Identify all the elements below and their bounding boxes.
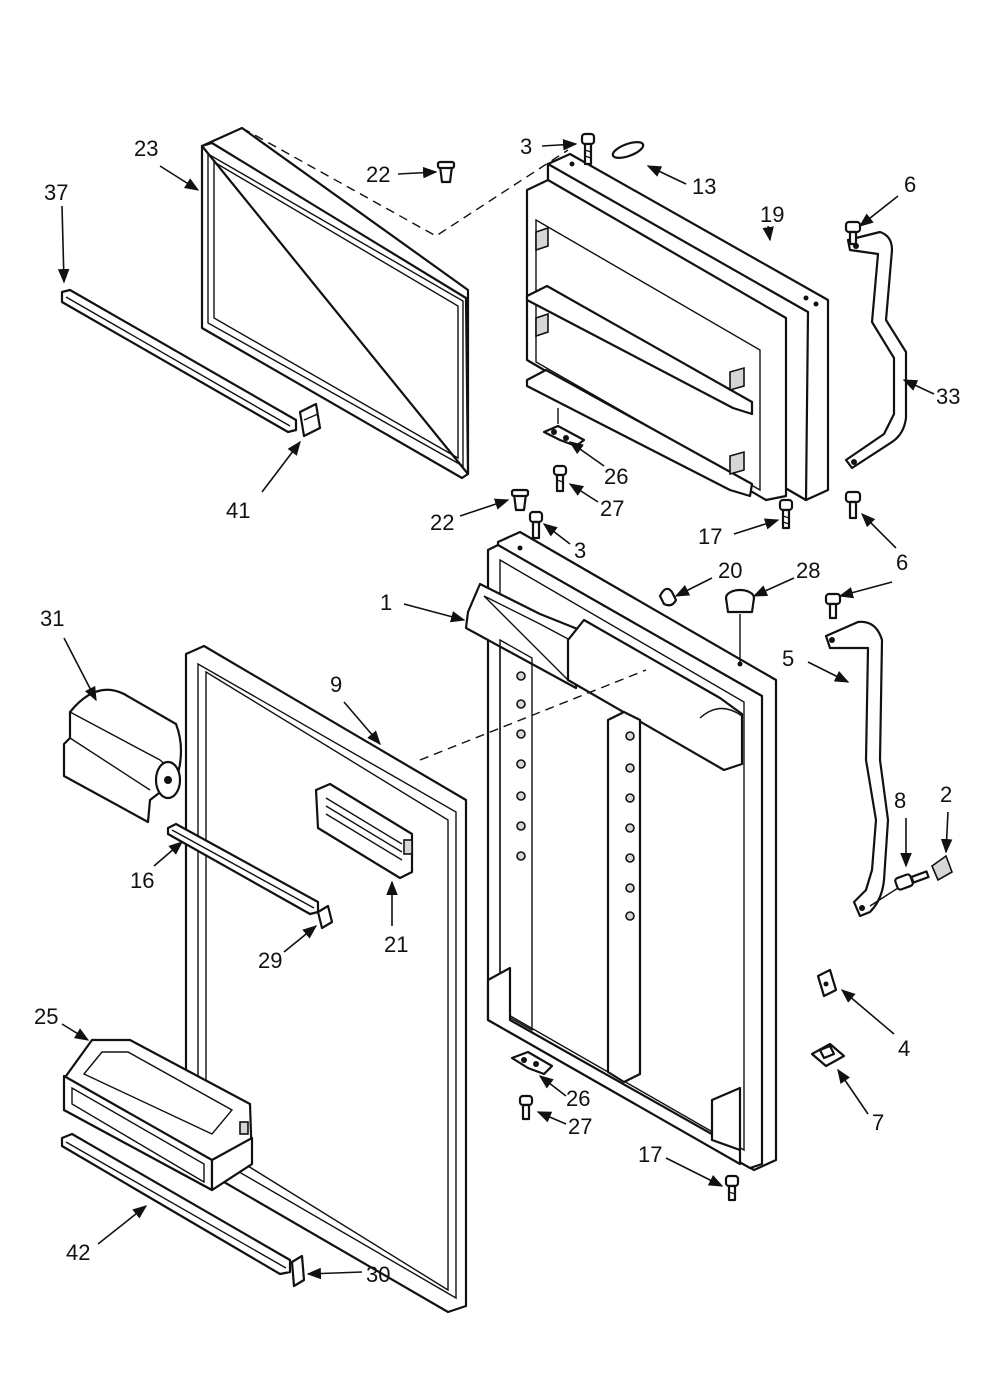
callout-29: 29	[258, 948, 282, 973]
part-6-screw-bottom	[844, 490, 862, 520]
callout-26-lower: 26	[566, 1086, 590, 1111]
part-27-screw-top	[552, 464, 568, 493]
callout-16: 16	[130, 868, 154, 893]
callout-21: 21	[384, 932, 408, 957]
part-42-shelf-rail	[60, 1132, 292, 1276]
part-22-plug-lower	[510, 488, 530, 512]
callout-41: 41	[226, 498, 250, 523]
part-27-screw-lower	[518, 1094, 534, 1121]
part-26-hinge-bushing-lower	[510, 1050, 554, 1076]
callout-20: 20	[718, 558, 742, 583]
callout-labels: 37 23 22 3 13 19 6 33 41 26 27 22 3 17 6…	[34, 134, 960, 1287]
callout-2: 2	[940, 782, 952, 807]
callout-9: 9	[330, 672, 342, 697]
callout-6-top: 6	[904, 172, 916, 197]
callout-1: 1	[380, 590, 392, 615]
part-30-end-cap	[290, 1254, 306, 1288]
part-13-washer	[611, 141, 645, 159]
part-5-fresh-handle	[824, 620, 890, 918]
callout-4: 4	[898, 1036, 910, 1061]
callout-3-top: 3	[520, 134, 532, 159]
leader-lines	[57, 139, 953, 1280]
callout-23: 23	[134, 136, 158, 161]
peg-holes	[516, 671, 635, 921]
part-33-freezer-handle	[844, 230, 908, 470]
part-8-screw	[894, 870, 930, 891]
callout-13: 13	[692, 174, 716, 199]
callout-30: 30	[366, 1262, 390, 1287]
callout-8: 8	[894, 788, 906, 813]
part-7-bracket	[810, 1042, 846, 1068]
part-17-screw-top	[778, 498, 794, 530]
part-41-end-cap	[298, 402, 322, 438]
callout-5: 5	[782, 646, 794, 671]
part-19-freezer-door	[525, 152, 830, 502]
part-17-screw-lower	[724, 1174, 740, 1202]
part-25-door-bin	[62, 1038, 254, 1192]
part-3-screw-top	[580, 132, 596, 166]
callout-17-lower: 17	[638, 1142, 662, 1167]
part-6-screw-top	[844, 220, 862, 246]
callout-42: 42	[66, 1240, 90, 1265]
part-9-fresh-gasket	[184, 644, 468, 1314]
part-1-fresh-food-door	[464, 530, 778, 1172]
callout-22-top: 22	[366, 162, 390, 187]
callout-31: 31	[40, 606, 64, 631]
callout-27-lower: 27	[568, 1114, 592, 1139]
part-23-freezer-gasket	[200, 126, 470, 480]
callout-27-top: 27	[600, 496, 624, 521]
callout-6-lower: 6	[896, 550, 908, 575]
part-2-cap	[931, 854, 953, 882]
part-37-rail	[60, 288, 298, 434]
callout-37: 37	[44, 180, 68, 205]
callout-28: 28	[796, 558, 820, 583]
callout-3-lower: 3	[574, 538, 586, 563]
part-6-screw-fresh	[824, 592, 842, 620]
part-20-clip	[658, 587, 678, 607]
alignment-line-fresh	[419, 669, 647, 761]
callout-25: 25	[34, 1004, 58, 1029]
part-4-bracket	[816, 968, 838, 998]
part-29-end-cap	[316, 904, 334, 930]
part-22-plug-top	[436, 160, 456, 184]
callout-7: 7	[872, 1110, 884, 1135]
part-21-dairy-door	[314, 782, 414, 880]
part-31-butter-door	[62, 688, 183, 824]
callout-33: 33	[936, 384, 960, 409]
callout-26-top: 26	[604, 464, 628, 489]
part-28-cap	[724, 588, 756, 614]
callout-22-lower: 22	[430, 510, 454, 535]
callout-19: 19	[760, 202, 784, 227]
part-26-hinge-bushing-top	[542, 424, 586, 448]
callout-17-top: 17	[698, 524, 722, 549]
part-3-screw-lower	[528, 510, 544, 540]
